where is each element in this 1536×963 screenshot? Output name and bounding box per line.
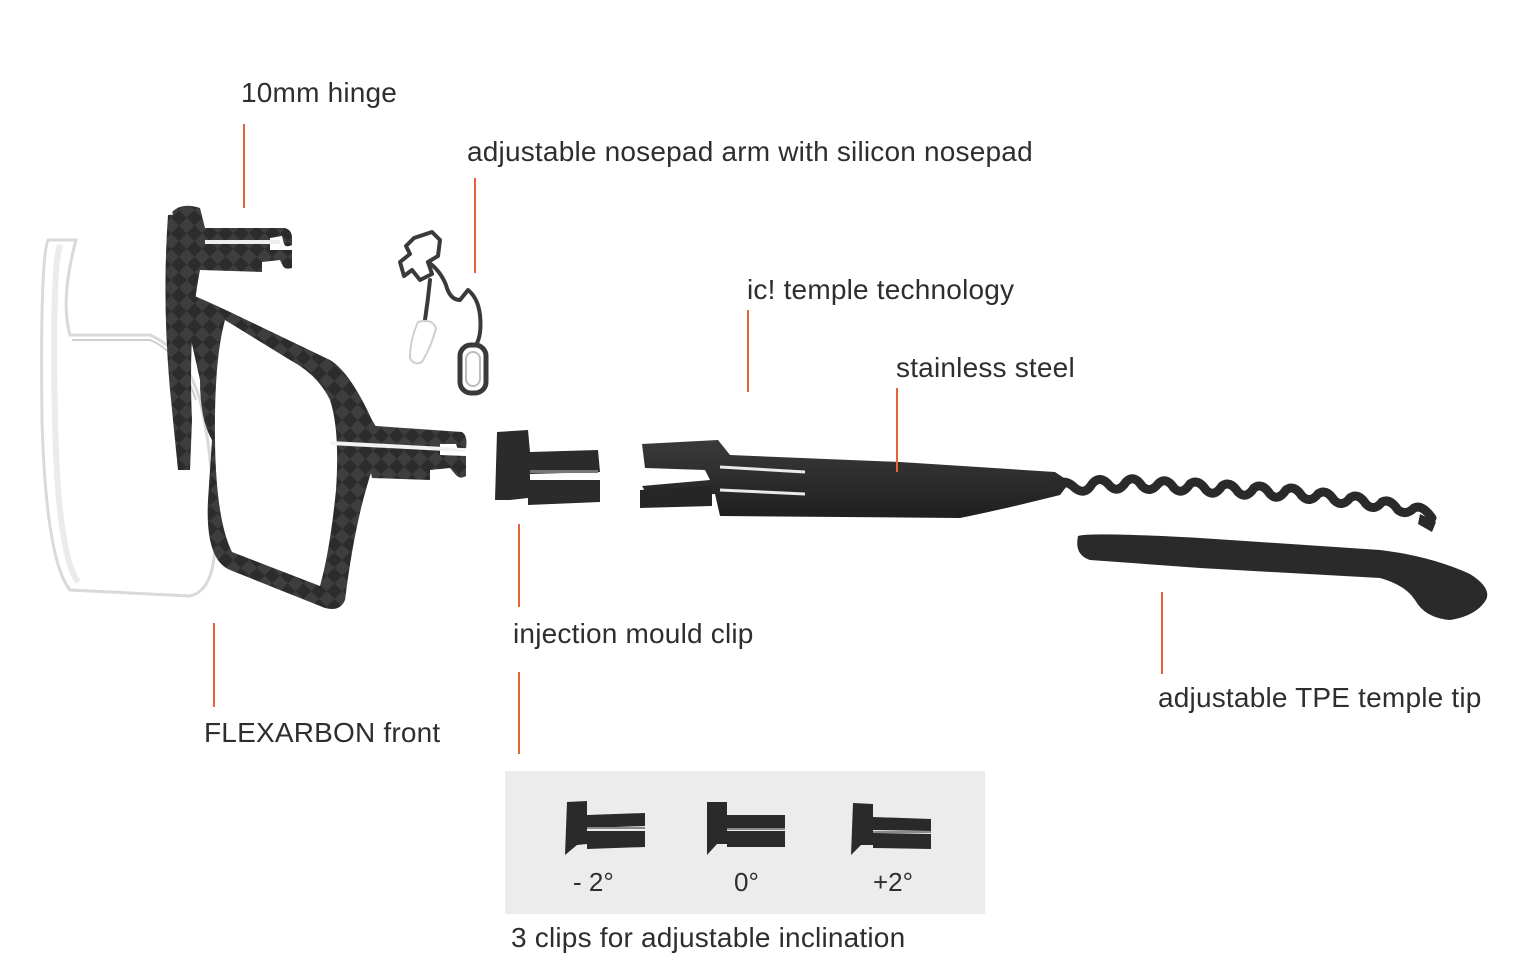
leader-nosepad: [474, 178, 476, 273]
temple: [640, 440, 1436, 532]
leader-clip-lower: [518, 672, 520, 754]
label-clip: injection mould clip: [513, 620, 754, 648]
temple-tip: [1077, 534, 1487, 620]
label-clips-caption: 3 clips for adjustable inclination: [511, 924, 905, 952]
label-front: FLEXARBON front: [204, 719, 440, 747]
leader-steel: [896, 388, 898, 472]
label-nosepad: adjustable nosepad arm with silicon nose…: [467, 138, 1033, 166]
leader-hinge: [243, 124, 245, 208]
clips-panel: - 2° 0° +2°: [505, 771, 985, 914]
flexarbon-front: [165, 206, 466, 609]
clip-label-zero: 0°: [734, 869, 759, 895]
leader-temple-tip: [1161, 592, 1163, 674]
leader-temple-tech: [747, 310, 749, 392]
clip-icon-minus2: [565, 801, 645, 855]
clip-label-plus2: +2°: [873, 869, 913, 895]
leader-front: [213, 623, 215, 707]
label-temple-tech: ic! temple technology: [747, 276, 1014, 304]
injection-mould-clip: [495, 430, 600, 505]
label-temple-tip: adjustable TPE temple tip: [1158, 684, 1482, 712]
clip-icon-zero: [707, 802, 785, 855]
clip-icon-plus2: [851, 803, 931, 855]
clip-label-minus2: - 2°: [573, 869, 614, 895]
leader-clip-upper: [518, 524, 520, 607]
label-hinge: 10mm hinge: [241, 79, 397, 107]
label-steel: stainless steel: [896, 354, 1075, 382]
